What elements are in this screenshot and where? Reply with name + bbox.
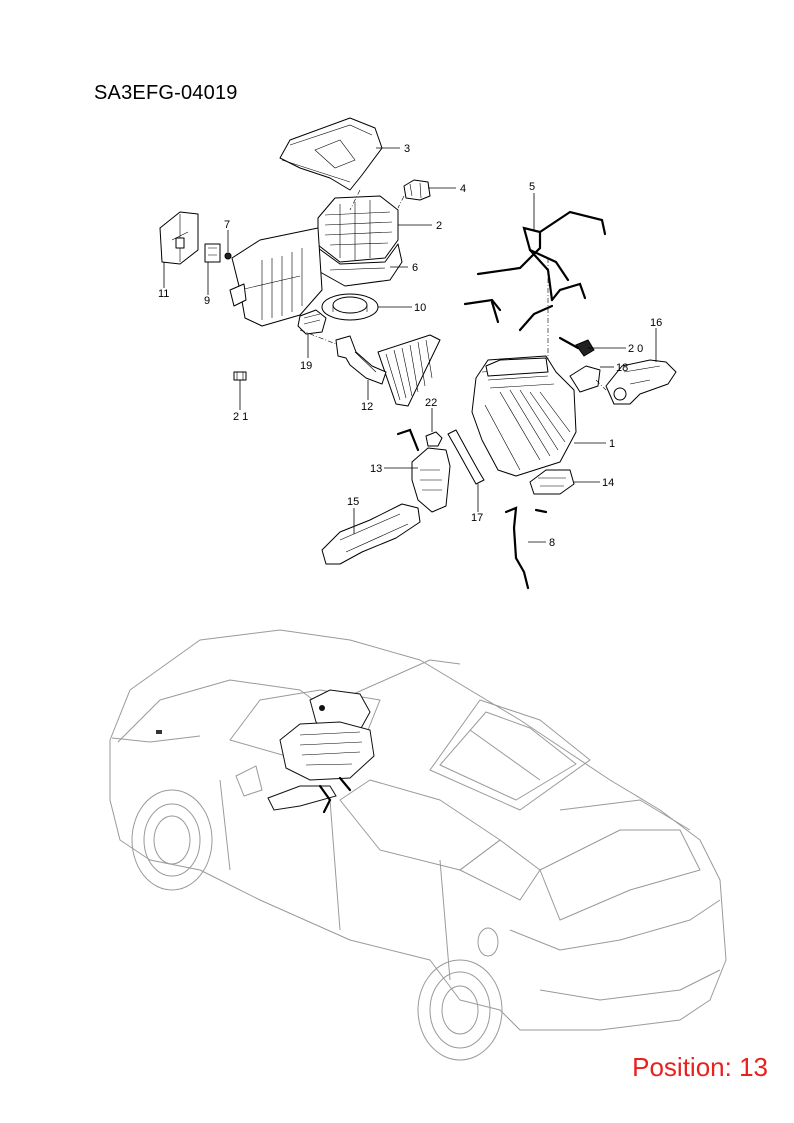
callout-11: 11 <box>158 288 169 300</box>
callout-6: 6 <box>412 262 418 274</box>
part-12-evaporator[interactable] <box>335 334 441 407</box>
part-6-blower-case[interactable] <box>317 243 403 287</box>
vehicle-hvac-module[interactable] <box>156 689 375 814</box>
vehicle-wheels <box>131 789 503 1061</box>
part-22-valve[interactable] <box>425 431 443 447</box>
callout-19: 19 <box>300 360 312 372</box>
leader-lines <box>163 147 657 543</box>
part-4-bracket[interactable] <box>403 179 431 201</box>
part-2-housing[interactable] <box>317 195 399 263</box>
position-indicator: Position: 13 <box>632 1052 768 1082</box>
part-15-lower-duct[interactable] <box>321 503 421 565</box>
part-13-lower-case[interactable] <box>396 428 451 513</box>
callout-3: 3 <box>404 143 410 155</box>
part-14-actuator[interactable] <box>529 469 575 495</box>
exploded-parts-diagram: 1 2 3 4 5 6 7 8 9 10 11 12 13 14 15 16 1… <box>158 117 677 590</box>
assembly-lines <box>299 189 607 391</box>
part-3-cover[interactable] <box>279 117 383 191</box>
callout-2: 2 <box>436 220 442 232</box>
part-11-foam-block[interactable] <box>159 211 199 265</box>
callout-labels: 1 2 3 4 5 6 7 8 9 10 11 12 13 14 15 16 1… <box>158 143 662 549</box>
callout-13: 13 <box>370 463 382 475</box>
intake-housing[interactable] <box>229 227 323 327</box>
callout-21: 2 1 <box>233 411 248 423</box>
part-10-ring[interactable] <box>321 293 379 321</box>
callout-17: 17 <box>471 512 483 524</box>
callout-20: 2 0 <box>628 343 643 355</box>
part-7-screw[interactable] <box>224 252 232 260</box>
callout-18: 18 <box>616 362 628 374</box>
callout-22: 22 <box>425 397 437 409</box>
callout-5: 5 <box>529 181 535 193</box>
callout-10: 10 <box>414 302 426 314</box>
part-5-harness[interactable] <box>463 210 607 332</box>
callout-8: 8 <box>549 537 555 549</box>
part-8-drain-hose[interactable] <box>504 506 548 590</box>
vehicle-outline <box>109 629 727 1031</box>
callout-4: 4 <box>460 183 466 195</box>
part-9-module[interactable] <box>204 243 221 263</box>
part-16-duct[interactable] <box>605 359 677 405</box>
callout-15: 15 <box>347 496 359 508</box>
callout-1: 1 <box>609 438 615 450</box>
part-1-hvac-case[interactable] <box>471 355 577 477</box>
diagram-code: SA3EFG-04019 <box>94 82 238 104</box>
callout-9: 9 <box>204 295 210 307</box>
part-18-flap[interactable] <box>569 365 601 393</box>
part-17-pipe[interactable] <box>447 429 485 485</box>
part-20-connector[interactable] <box>558 336 595 357</box>
part-19-resistor[interactable] <box>297 309 327 335</box>
callout-7: 7 <box>224 219 230 231</box>
callout-12: 12 <box>361 401 373 413</box>
callout-16: 16 <box>650 317 662 329</box>
callout-14: 14 <box>602 477 614 489</box>
